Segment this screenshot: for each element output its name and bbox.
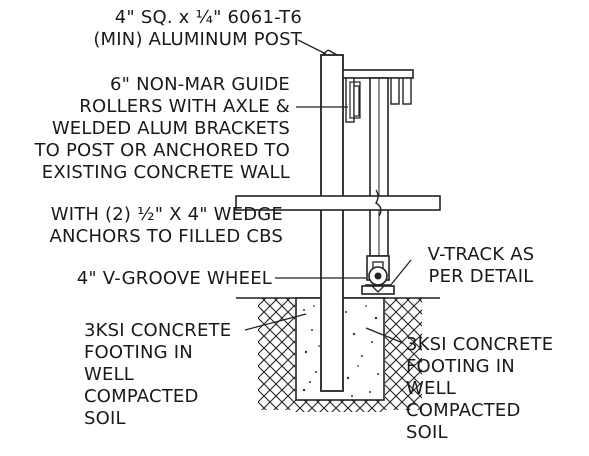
post-callout-line-2: (MIN) ALUMINUM POST [93,29,302,50]
rollers-callout-line-5: EXISTING CONCRETE WALL [41,162,290,183]
anchors-callout-line-1: WITH (2) ½" X 4" WEDGE [50,204,283,225]
vtrack-callout-line-2: PER DETAIL [428,266,534,287]
vtrack-leader-line [389,259,412,287]
wheel-callout: 4" V-GROOVE WHEEL [20,268,272,290]
post-callout: 4" SQ. x ¼" 6061-T6 (MIN) ALUMINUM POST [22,7,302,51]
anchors-callout-line-2: ANCHORS TO FILLED CBS [49,226,283,247]
rollers-callout: 6" NON-MAR GUIDE ROLLERS WITH AXLE & WEL… [4,74,290,184]
wheel-callout-text: 4" V-GROOVE WHEEL [76,268,272,289]
gate-rail [235,189,441,217]
vtrack-callout-line-1: V-TRACK AS [427,244,535,265]
post-leader-line [297,39,327,55]
gate-frame-member [369,77,389,257]
footing-right-line-5: SOIL [406,422,448,443]
footing-right-line-4: COMPACTED [406,400,521,421]
post-callout-line-1: 4" SQ. x ¼" 6061-T6 [114,7,302,28]
footing-right-line-3: WELL [406,378,457,399]
rollers-callout-line-4: TO POST OR ANCHORED TO [34,140,290,161]
footing-left-line-4: COMPACTED [84,386,199,407]
rollers-callout-line-1: 6" NON-MAR GUIDE [110,74,290,95]
compacted-soil-hatch [258,298,422,412]
footing-left-line-2: FOOTING IN [84,342,193,363]
footing-left-leader-line [244,313,307,331]
vtrack-callout: V-TRACK AS PER DETAIL [416,244,546,288]
footing-right-callout: 3KSI CONCRETE FOOTING IN WELL COMPACTED … [406,334,586,444]
rollers-callout-line-2: ROLLERS WITH AXLE & [79,96,290,117]
aluminum-post [320,49,344,392]
footing-right-line-2: FOOTING IN [406,356,515,377]
rollers-callout-line-3: WELDED ALUM BRACKETS [51,118,290,139]
v-groove-wheel [365,255,391,286]
footing-left-line-3: WELL [84,364,135,385]
footing-left-line-1: 3KSI CONCRETE [84,320,232,341]
footing-right-leader-line [365,327,404,344]
footing-left-line-5: SOIL [84,408,126,429]
v-track [361,285,395,295]
roller-bracket [342,69,414,123]
footing-left-callout: 3KSI CONCRETE FOOTING IN WELL COMPACTED … [84,320,244,430]
anchors-callout: WITH (2) ½" X 4" WEDGE ANCHORS TO FILLED… [4,204,283,248]
footing-right-line-1: 3KSI CONCRETE [406,334,554,355]
